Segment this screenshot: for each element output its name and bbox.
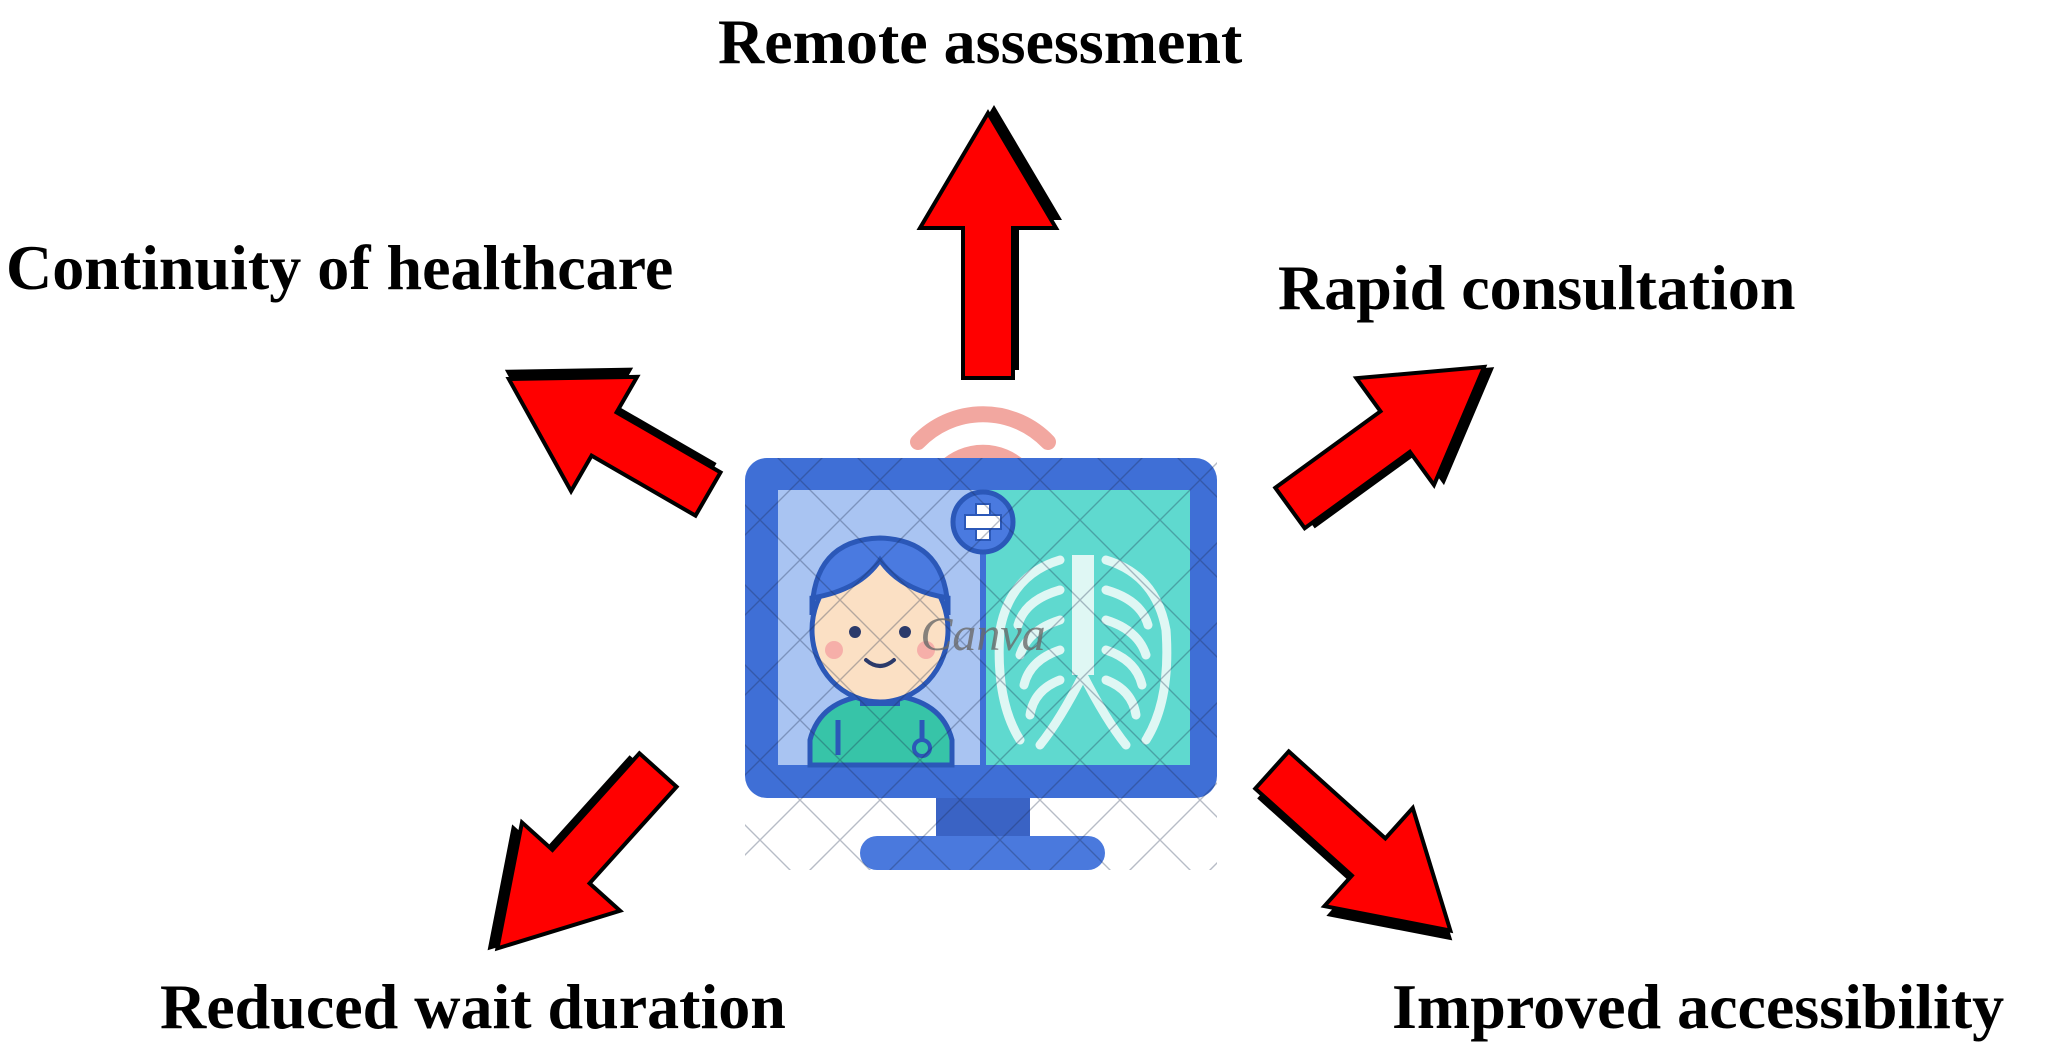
label-remote-assessment: Remote assessment bbox=[718, 6, 1243, 77]
arrow-upright-icon bbox=[1272, 364, 1495, 532]
label-rapid-consultation: Rapid consultation bbox=[1278, 252, 1796, 323]
canva-watermark: Canva bbox=[920, 608, 1045, 661]
arrow-upleft-icon bbox=[504, 367, 724, 519]
label-continuity-of-healthcare: Continuity of healthcare bbox=[6, 232, 674, 303]
label-improved-accessibility: Improved accessibility bbox=[1392, 971, 2005, 1042]
arrow-up-icon bbox=[916, 105, 1062, 380]
arrow-downright-icon bbox=[1252, 748, 1454, 941]
arrow-downleft-icon bbox=[487, 750, 680, 952]
label-reduced-wait-duration: Reduced wait duration bbox=[160, 971, 786, 1042]
telemedicine-monitor-icon: Canva bbox=[745, 458, 1217, 870]
